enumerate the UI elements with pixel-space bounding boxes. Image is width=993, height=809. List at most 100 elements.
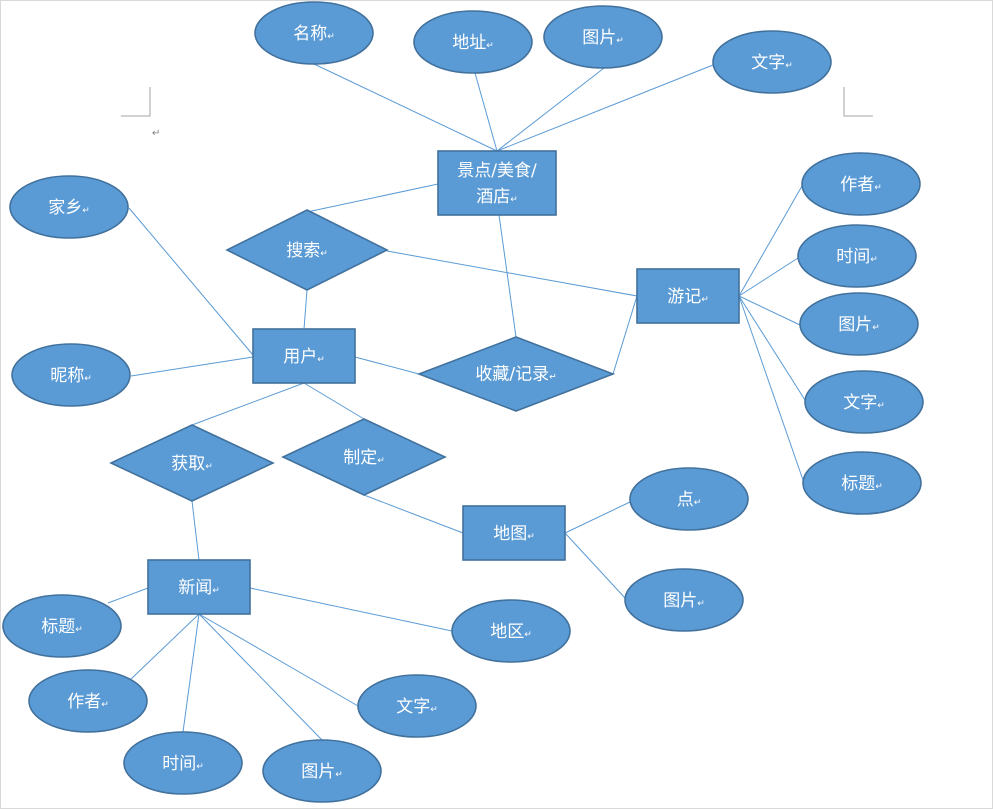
node-n_pic-shape: [262, 739, 382, 803]
paragraph-mark: ↵: [870, 255, 878, 265]
paragraph-mark: ↵: [430, 705, 438, 715]
paragraph-mark: ↵: [874, 183, 882, 193]
edge-poi_text-poi: [496, 64, 714, 152]
node-n_region-shape: [451, 599, 571, 663]
paragraph-mark: ↵: [872, 323, 880, 333]
paragraph-mark: ↵: [152, 128, 160, 139]
node-nickname-label: 昵称↵: [50, 366, 92, 386]
edge-news-n_text: [198, 613, 359, 707]
edge-travel-tr_title: [738, 295, 804, 481]
node-n_title-label: 标题↵: [41, 617, 83, 637]
edge-news-n_author: [129, 613, 200, 681]
node-make: 制定↵: [281, 418, 447, 496]
node-user-label: 用户↵: [283, 347, 325, 367]
node-point: 点↵: [629, 467, 749, 531]
node-hometown-shape: [9, 175, 129, 239]
edge-travel-tr_pic: [738, 295, 801, 326]
edge-travel-tr_text: [738, 295, 806, 401]
edge-travel-tr_time: [738, 257, 799, 297]
node-tr_time-label: 时间↵: [836, 247, 878, 267]
node-tr_author: 作者↵: [801, 152, 921, 216]
node-tr_pic: 图片↵: [799, 292, 919, 356]
node-n_time: 时间↵: [123, 731, 243, 795]
node-n_pic: 图片↵: [262, 739, 382, 803]
edge-news-n_region: [249, 587, 453, 632]
edge-news-n_time: [182, 613, 200, 733]
node-news-label: 新闻↵: [178, 578, 220, 598]
node-map_pic-shape: [624, 568, 744, 632]
node-tr_author-label: 作者↵: [840, 175, 882, 195]
edge-name-poi: [313, 63, 498, 152]
node-n_region-label: 地区↵: [490, 622, 532, 642]
node-poi_text-shape: [712, 30, 832, 94]
node-make-label: 制定↵: [343, 448, 385, 468]
node-n_time-label: 时间↵: [162, 754, 204, 774]
node-poi_text-label: 文字↵: [751, 53, 793, 73]
edge-search-travel: [386, 250, 638, 297]
node-tr_author-shape: [801, 152, 921, 216]
node-n_author: 作者↵: [28, 669, 148, 733]
node-travel-label: 游记↵: [667, 287, 709, 307]
node-search-label: 搜索↵: [286, 241, 328, 261]
node-tr_title: 标题↵: [802, 451, 922, 515]
node-get: 获取↵: [109, 424, 275, 502]
node-poi-shape: [437, 150, 557, 216]
node-make-shape: [281, 418, 447, 496]
node-tr_text-label: 文字↵: [843, 393, 885, 413]
corner-mark-left: [121, 87, 151, 117]
edge-poi-collect: [498, 214, 517, 338]
paragraph-mark: ↵: [335, 770, 343, 780]
node-n_text-shape: [357, 674, 477, 738]
node-address-label: 地址↵: [452, 33, 494, 53]
edge-travel-tr_author: [738, 185, 803, 297]
paragraph-mark: ↵: [697, 599, 705, 609]
node-collect: 收藏/记录↵: [416, 336, 616, 412]
node-news-shape: [147, 559, 251, 615]
node-address: 地址↵: [413, 10, 533, 74]
node-poi_pic-shape: [543, 5, 663, 69]
edge-nickname-user: [130, 356, 254, 377]
edge-map-point: [564, 501, 631, 534]
node-tr_title-label: 标题↵: [841, 474, 883, 494]
edge-hometown-user: [128, 207, 254, 356]
paragraph-mark: ↵: [875, 482, 883, 492]
paragraph-mark: ↵: [196, 762, 204, 772]
node-poi-label-0: 景点/美食/: [457, 161, 537, 181]
paragraph-mark: ↵: [524, 630, 532, 640]
node-poi: 景点/美食/酒店↵: [437, 150, 557, 216]
node-get-label: 获取↵: [171, 454, 213, 474]
paragraph-mark: ↵: [82, 206, 90, 216]
node-n_text-label: 文字↵: [396, 697, 438, 717]
node-tr_pic-label: 图片↵: [838, 315, 880, 335]
node-poi-label-1: 酒店↵: [476, 187, 518, 207]
node-news: 新闻↵: [147, 559, 251, 615]
edge-search-user: [303, 289, 308, 330]
node-n_title: 标题↵: [2, 594, 122, 658]
node-tr_text: 文字↵: [804, 370, 924, 434]
paragraph-mark: ↵: [377, 456, 385, 466]
node-n_time-shape: [123, 731, 243, 795]
node-n_author-label: 作者↵: [67, 692, 109, 712]
paragraph-mark: ↵: [527, 532, 535, 542]
edge-poi_pic-poi: [496, 67, 605, 152]
node-get-shape: [109, 424, 275, 502]
paragraph-mark: ↵: [320, 249, 328, 259]
node-travel-shape: [636, 268, 740, 324]
edge-news-n_title: [107, 587, 149, 604]
node-poi_text: 文字↵: [712, 30, 832, 94]
node-collect-label: 收藏/记录↵: [475, 364, 556, 384]
node-n_pic-label: 图片↵: [301, 762, 343, 782]
node-hometown-label: 家乡↵: [48, 198, 90, 218]
paragraph-mark: ↵: [701, 295, 709, 305]
node-name-label: 名称↵: [293, 24, 335, 44]
paragraph-mark: ↵: [616, 36, 624, 46]
node-nickname: 昵称↵: [11, 343, 131, 407]
node-address-shape: [413, 10, 533, 74]
edge-news-n_pic: [198, 613, 323, 741]
edge-get-news: [191, 500, 200, 561]
diagram-nodes: 景点/美食/酒店↵ 名称↵ 地址↵ 图片↵ 文字↵ 家乡↵ 搜索↵ 用户↵ 昵称↵ 收藏/记录↵ 游…: [2, 1, 924, 803]
paragraph-mark: ↵: [101, 700, 109, 710]
edge-poi-search: [306, 183, 439, 213]
node-map-label: 地图↵: [493, 524, 535, 544]
node-tr_pic-shape: [799, 292, 919, 356]
